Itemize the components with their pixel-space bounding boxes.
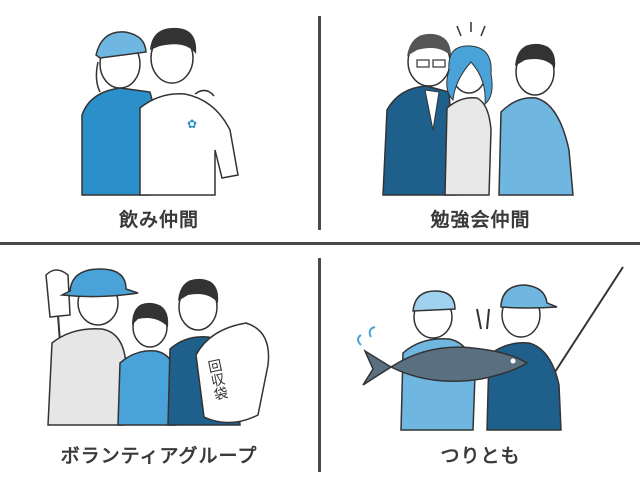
study-group-illustration [382, 22, 574, 196]
volunteer-group-illustration: 回収袋 [45, 268, 270, 426]
panel-volunteer-group: 回収袋 ボランティアグループ [0, 245, 318, 488]
fishing-friends-illustration [357, 266, 624, 431]
vertical-divider-top [318, 16, 321, 230]
vertical-divider-bottom [318, 258, 321, 472]
drinking-friends-illustration: ✿ [81, 27, 239, 196]
panel-study-group: 勉強会仲間 [321, 0, 640, 242]
caption-volunteer-group: ボランティアグループ [60, 445, 258, 467]
caption-fishing-friends: つりとも [440, 445, 521, 467]
svg-text:✿: ✿ [187, 117, 197, 131]
caption-drinking-friends: 飲み仲間 [118, 209, 199, 231]
panel-fishing-friends: つりとも [321, 245, 640, 488]
caption-study-group: 勉強会仲間 [430, 209, 531, 231]
panel-drinking-friends: ✿ 飲み仲間 [0, 0, 318, 242]
horizontal-divider [0, 242, 640, 245]
